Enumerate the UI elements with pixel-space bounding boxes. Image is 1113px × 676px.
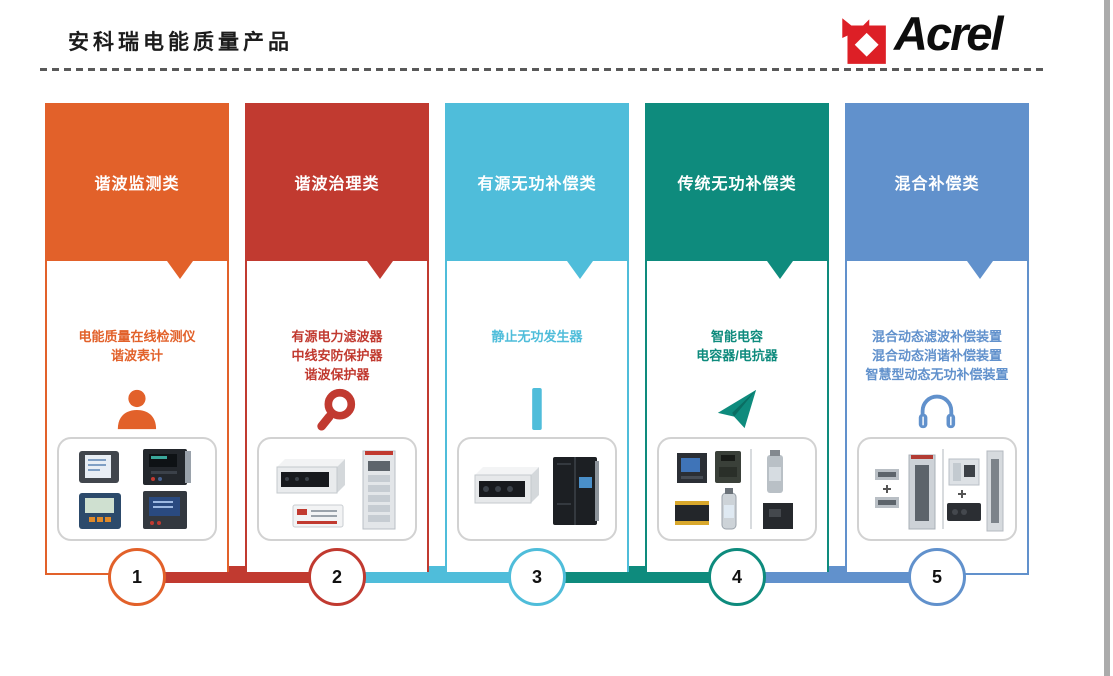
step-circle-5: 5 bbox=[908, 548, 966, 606]
timeline-riser bbox=[429, 566, 445, 583]
category-card-harmonic-treatment: 谐波治理类 有源电力滤波器 中线安防保护器 谐波保护器 bbox=[245, 103, 429, 575]
product-photos-meters bbox=[57, 437, 217, 541]
category-card-active-compensation: 有源无功补偿类 静止无功发生器 bbox=[445, 103, 629, 575]
category-header: 传统无功补偿类 bbox=[645, 103, 829, 261]
step-circle-2: 2 bbox=[308, 548, 366, 606]
category-card-harmonic-monitoring: 谐波监测类 电能质量在线检测仪 谐波表计 bbox=[45, 103, 229, 575]
paper-plane-icon bbox=[647, 385, 827, 433]
step-circle-1: 1 bbox=[108, 548, 166, 606]
category-card-traditional-compensation: 传统无功补偿类 智能电容 电容器/电抗器 bbox=[645, 103, 829, 575]
timeline-lead-line bbox=[45, 573, 137, 575]
page-title: 安科瑞电能质量产品 bbox=[68, 31, 293, 54]
header-pointer bbox=[567, 261, 593, 279]
product-photos-svg-units bbox=[457, 437, 617, 541]
timeline-riser bbox=[829, 566, 845, 583]
category-card-hybrid-compensation: 混合补偿类 混合动态滤波补偿装置 混合动态消谐补偿装置 智慧型动态无功补偿装置 bbox=[845, 103, 1029, 575]
product-name-list: 有源电力滤波器 中线安防保护器 谐波保护器 bbox=[291, 329, 383, 382]
bar-icon bbox=[447, 385, 627, 433]
timeline-riser bbox=[629, 566, 645, 583]
product-name-list: 电能质量在线检测仪 谐波表计 bbox=[78, 329, 196, 363]
title-divider bbox=[40, 68, 1045, 71]
acrel-logo-icon bbox=[842, 18, 886, 64]
header-pointer bbox=[767, 261, 793, 279]
category-body: 智能电容 电容器/电抗器 bbox=[645, 261, 829, 573]
category-header: 谐波监测类 bbox=[45, 103, 229, 261]
category-body: 静止无功发生器 bbox=[445, 261, 629, 573]
product-name-list: 智能电容 电容器/电抗器 bbox=[696, 329, 778, 363]
person-icon bbox=[47, 385, 227, 433]
category-body: 电能质量在线检测仪 谐波表计 bbox=[45, 261, 229, 573]
timeline-tail-line bbox=[937, 573, 1029, 575]
headphones-icon bbox=[847, 385, 1027, 433]
category-header: 有源无功补偿类 bbox=[445, 103, 629, 261]
header-pointer bbox=[167, 261, 193, 279]
product-photos-filters bbox=[257, 437, 417, 541]
magnifier-icon bbox=[247, 385, 427, 433]
step-circle-4: 4 bbox=[708, 548, 766, 606]
right-edge-bar bbox=[1104, 0, 1110, 676]
product-name-list: 混合动态滤波补偿装置 混合动态消谐补偿装置 智慧型动态无功补偿装置 bbox=[865, 329, 1009, 382]
header-pointer bbox=[367, 261, 393, 279]
category-header: 混合补偿类 bbox=[845, 103, 1029, 261]
product-name-list: 静止无功发生器 bbox=[491, 329, 583, 344]
header-pointer bbox=[967, 261, 993, 279]
acrel-logo: Acrel bbox=[836, 6, 1004, 66]
category-header: 谐波治理类 bbox=[245, 103, 429, 261]
category-body: 有源电力滤波器 中线安防保护器 谐波保护器 bbox=[245, 261, 429, 573]
step-circle-3: 3 bbox=[508, 548, 566, 606]
category-body: 混合动态滤波补偿装置 混合动态消谐补偿装置 智慧型动态无功补偿装置 bbox=[845, 261, 1029, 573]
acrel-logo-text: Acrel bbox=[894, 7, 1004, 60]
timeline-riser bbox=[229, 566, 245, 583]
product-photos-capacitors bbox=[657, 437, 817, 541]
product-photos-hybrid-cabinets bbox=[857, 437, 1017, 541]
